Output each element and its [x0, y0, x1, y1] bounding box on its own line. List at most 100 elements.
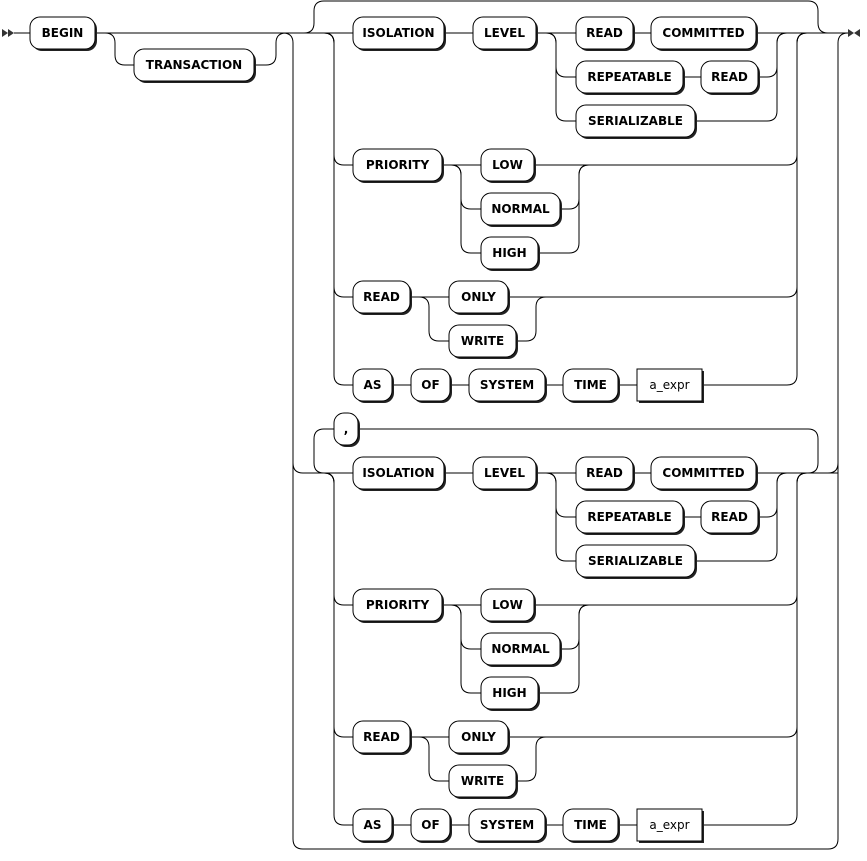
rail-line	[450, 164, 481, 254]
read-keyword-label: READ	[363, 290, 400, 304]
rail-line	[538, 604, 590, 694]
rail-line	[450, 604, 481, 650]
write-keyword: WRITE	[448, 324, 518, 359]
system-keyword: SYSTEM	[468, 368, 547, 403]
priority-keyword-label: PRIORITY	[366, 598, 430, 612]
a-expr-nonterminal: a_expr	[636, 808, 704, 843]
level-keyword: LEVEL	[472, 16, 538, 51]
low-keyword-label: LOW	[492, 598, 523, 612]
read-keyword-label: READ	[363, 730, 400, 744]
optional-bypass	[303, 0, 829, 34]
as-keyword-label: AS	[364, 818, 382, 832]
only-keyword-label: ONLY	[461, 290, 496, 304]
rail-line	[545, 32, 576, 78]
begin-keyword-label: BEGIN	[42, 26, 84, 40]
read-keyword: READ	[352, 280, 412, 315]
serializable-keyword: SERIALIZABLE	[575, 544, 697, 579]
system-keyword-label: SYSTEM	[480, 378, 534, 392]
serializable-keyword-label: SERIALIZABLE	[588, 554, 683, 568]
rail-line	[758, 32, 788, 78]
second-group-entry	[292, 462, 353, 474]
time-keyword-label: TIME	[574, 818, 607, 832]
committed-keyword: COMMITTED	[650, 456, 758, 491]
rail-line	[758, 472, 788, 518]
diagram-terminals: BEGIN TRANSACTION ISOLATION LEVEL READ COMMIT…	[29, 16, 760, 843]
rail-line	[695, 32, 788, 122]
normal-keyword-label: NORMAL	[491, 642, 550, 656]
read-keyword: READ	[575, 16, 635, 51]
high-keyword: HIGH	[480, 236, 540, 271]
option-branch	[323, 472, 353, 606]
repeat-loop-left	[313, 428, 334, 474]
time-keyword: TIME	[562, 808, 620, 843]
serializable-keyword-label: SERIALIZABLE	[588, 114, 683, 128]
system-keyword: SYSTEM	[468, 808, 547, 843]
rail-line	[560, 604, 590, 650]
end-arrow-icon	[848, 29, 860, 37]
level-keyword: LEVEL	[472, 456, 538, 491]
repeat-loop-right	[358, 428, 819, 474]
option-join	[702, 32, 808, 386]
write-keyword-label: WRITE	[461, 774, 504, 788]
read-keyword: READ	[700, 60, 760, 95]
rail-line	[516, 296, 547, 342]
isolation-keyword: ISOLATION	[352, 16, 446, 51]
comma-separator: ,	[333, 412, 360, 447]
normal-keyword-label: NORMAL	[491, 202, 550, 216]
rail-line	[450, 604, 481, 694]
of-keyword-label: OF	[421, 818, 439, 832]
high-keyword-label: HIGH	[492, 686, 526, 700]
as-keyword: AS	[352, 808, 394, 843]
rail-line	[538, 164, 590, 254]
option-join	[702, 472, 808, 826]
only-keyword: ONLY	[448, 280, 510, 315]
as-keyword: AS	[352, 368, 394, 403]
option-branch	[323, 472, 353, 826]
committed-keyword: COMMITTED	[650, 16, 758, 51]
low-keyword: LOW	[480, 148, 536, 183]
a-expr-nonterminal-label: a_expr	[649, 818, 689, 832]
second-group-exit	[797, 462, 839, 474]
high-keyword-label: HIGH	[492, 246, 526, 260]
of-keyword-label: OF	[421, 378, 439, 392]
committed-keyword-label: COMMITTED	[662, 26, 744, 40]
repeatable-keyword: REPEATABLE	[575, 500, 685, 535]
transaction-join	[254, 32, 287, 66]
normal-keyword: NORMAL	[480, 632, 562, 667]
option-join	[534, 32, 808, 166]
a-expr-nonterminal: a_expr	[636, 368, 704, 403]
read-keyword-label: READ	[586, 466, 623, 480]
repeatable-keyword-label: REPEATABLE	[587, 510, 671, 524]
system-keyword-label: SYSTEM	[480, 818, 534, 832]
low-keyword: LOW	[480, 588, 536, 623]
rail-line	[450, 164, 481, 210]
comma-separator-label: ,	[344, 422, 349, 436]
read-keyword-label: READ	[711, 70, 748, 84]
only-keyword-label: ONLY	[461, 730, 496, 744]
as-keyword-label: AS	[364, 378, 382, 392]
rail-line	[695, 472, 788, 562]
read-keyword-label: READ	[711, 510, 748, 524]
level-keyword-label: LEVEL	[484, 26, 525, 40]
begin-keyword: BEGIN	[29, 16, 97, 51]
transaction-branch	[104, 32, 134, 66]
low-keyword-label: LOW	[492, 158, 523, 172]
time-keyword: TIME	[562, 368, 620, 403]
priority-keyword: PRIORITY	[352, 148, 444, 183]
diagram-lines	[14, 0, 849, 850]
committed-keyword-label: COMMITTED	[662, 466, 744, 480]
transaction-keyword: TRANSACTION	[133, 48, 256, 83]
rail-line	[516, 736, 547, 782]
rail-line	[545, 32, 576, 122]
read-keyword: READ	[700, 500, 760, 535]
option-branch	[323, 32, 353, 166]
rail-line	[418, 296, 449, 342]
normal-keyword: NORMAL	[480, 192, 562, 227]
priority-keyword: PRIORITY	[352, 588, 444, 623]
a-expr-nonterminal-label: a_expr	[649, 378, 689, 392]
priority-keyword-label: PRIORITY	[366, 158, 430, 172]
of-keyword: OF	[410, 808, 452, 843]
start-arrow-icon	[2, 29, 14, 37]
read-keyword-label: READ	[586, 26, 623, 40]
rail-line	[545, 472, 576, 518]
